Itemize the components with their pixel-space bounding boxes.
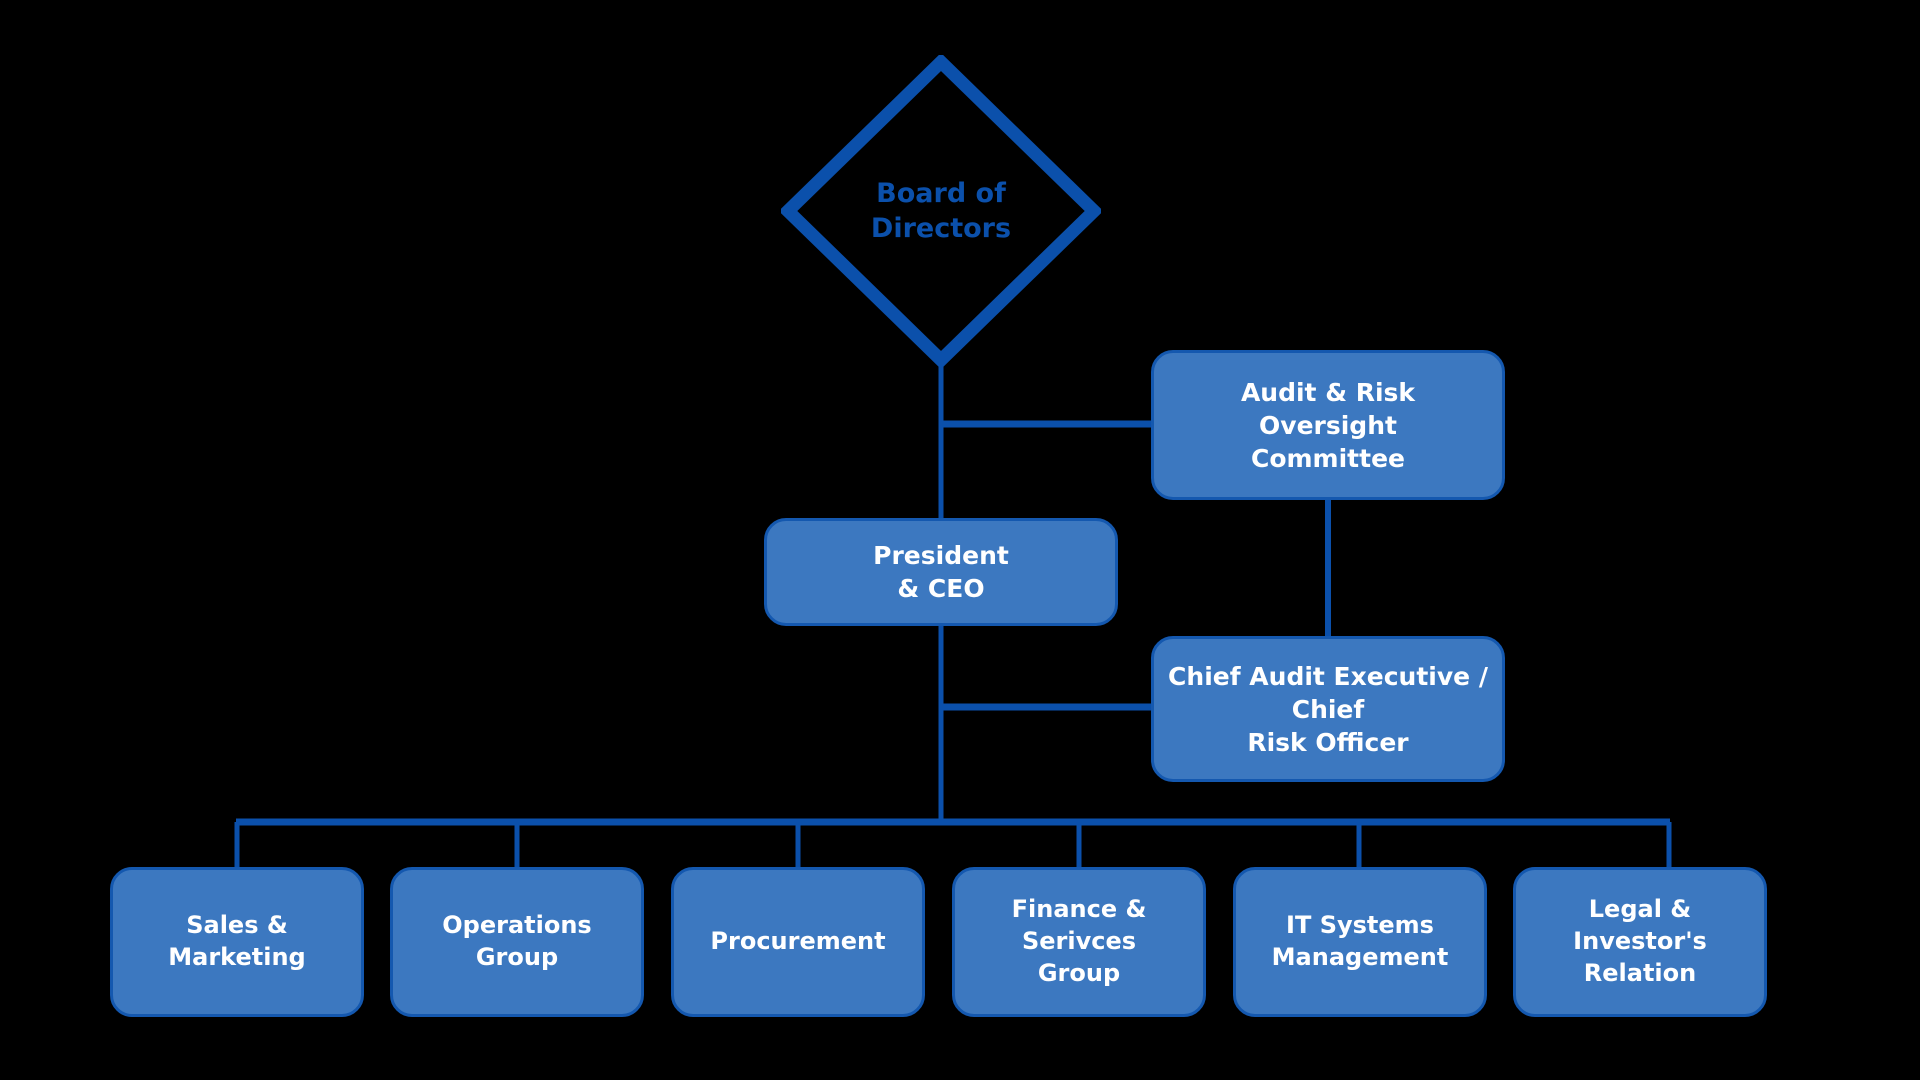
- node-board-of-directors-label: Board of Directors: [870, 177, 1012, 244]
- diamond-shape-icon: [781, 55, 1101, 367]
- node-board-of-directors[interactable]: Board of Directors: [781, 55, 1101, 367]
- node-department-sales-marketing[interactable]: Sales & Marketing: [110, 867, 364, 1017]
- node-department-operations-group[interactable]: Operations Group: [390, 867, 644, 1017]
- node-department-it-systems-management[interactable]: IT Systems Management: [1233, 867, 1487, 1017]
- node-department-legal-investor-relation[interactable]: Legal & Investor's Relation: [1513, 867, 1767, 1017]
- node-department-finance-services-group[interactable]: Finance & Serivces Group: [952, 867, 1206, 1017]
- node-audit-risk-oversight-committee[interactable]: Audit & Risk Oversight Committee: [1151, 350, 1505, 500]
- node-president-ceo[interactable]: President & CEO: [764, 518, 1118, 626]
- node-chief-audit-executive-risk-officer[interactable]: Chief Audit Executive / Chief Risk Offic…: [1151, 636, 1505, 782]
- node-department-procurement[interactable]: Procurement: [671, 867, 925, 1017]
